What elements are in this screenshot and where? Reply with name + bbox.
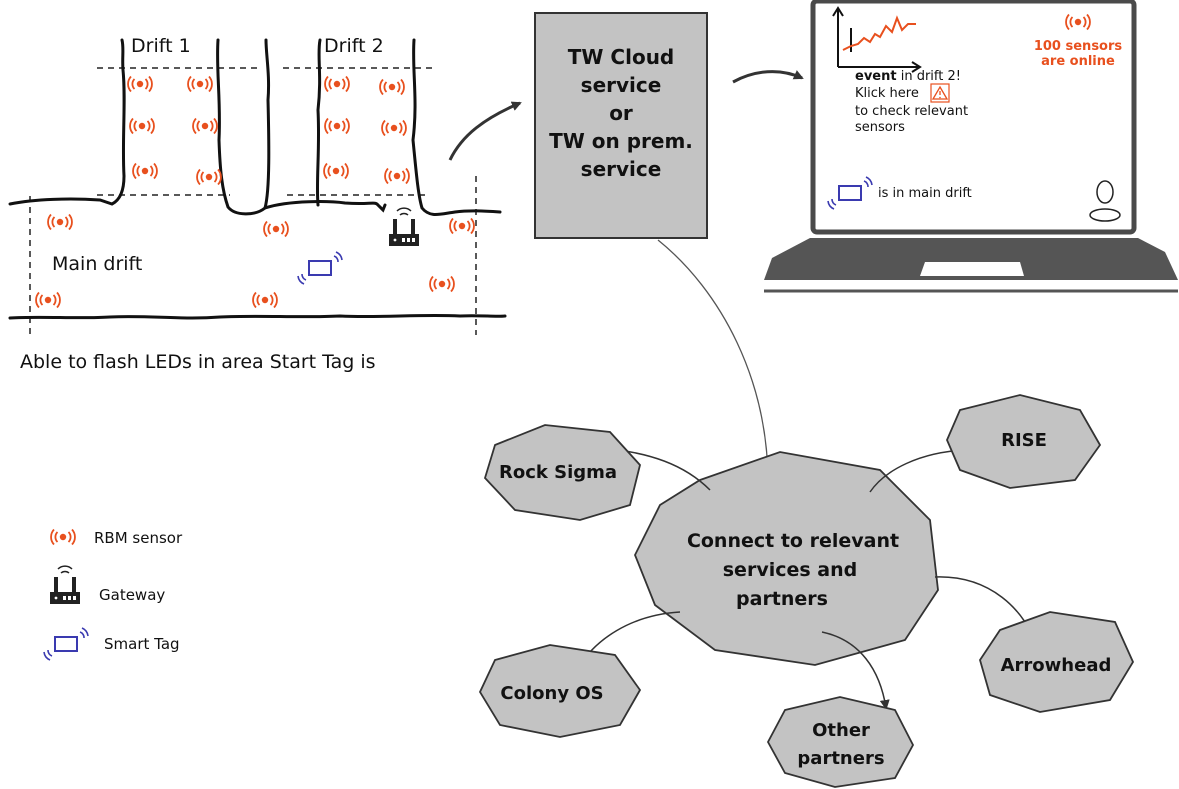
hub-line-2: services and [723,559,857,581]
klick-here-text[interactable]: Klick here [855,86,919,101]
rbm-sensor-icon [384,167,410,185]
arrow-mine-to-service [448,101,522,161]
drift-walls [8,38,507,320]
legend-gateway-icon [49,565,81,605]
laptop-touchpad [920,262,1024,276]
event-mini-chart [832,6,922,73]
rbm-sensor-icon [129,117,155,135]
legend: RBM sensor Gateway Smart Tag [43,528,183,661]
drift-1-label: Drift 1 [131,35,191,57]
laptop-keyboard-base [764,238,1178,280]
check-line-2: sensors [855,120,905,135]
rbm-sensor-icon [132,162,158,180]
legend-smart-tag-icon [43,627,89,661]
event-bold-text: event [855,69,897,84]
rbm-sensor-icon [196,168,222,186]
rbm-sensor-icon [35,291,61,309]
rbm-sensor-icon [324,75,350,93]
rbm-sensor-icon [263,220,289,238]
rbm-sensor-icon [324,117,350,135]
rbm-sensor-icon [127,75,153,93]
legend-smart-tag-label: Smart Tag [104,635,180,653]
service-line-2: service [581,73,662,97]
laptop-screen [810,0,1137,235]
sensor-count-line-2: are online [1041,54,1115,69]
arrowhead-label: Arrowhead [1001,655,1112,676]
rbm-sensor-icon [252,291,278,309]
legend-sensor-icon [50,528,76,546]
rbm-sensor-icon [449,217,475,235]
partner-colony-os: Colony OS [478,644,642,738]
hub-line-1: Connect to relevant [687,530,899,552]
hub-node: Connect to relevant services and partner… [634,451,939,666]
partner-rise: RISE [946,394,1102,489]
mine-caption: Able to flash LEDs in area Start Tag is [20,351,376,373]
service-line-5: service [581,157,662,181]
check-line-1: to check relevant [855,104,968,119]
rbm-sensor-icon [379,78,405,96]
partner-rock-sigma: Rock Sigma [483,424,641,521]
sensor-count-line-1: 100 sensors [1034,39,1123,54]
service-line-4: TW on prem. [549,129,693,153]
other-partners-line-1: Other [812,720,870,741]
partner-arrowhead: Arrowhead [979,611,1135,713]
main-drift-label: Main drift [52,253,142,275]
tag-status-text: is in main drift [878,186,972,201]
laptop: event in drift 2! Klick here to check re… [764,0,1178,293]
legend-sensor-label: RBM sensor [94,529,183,547]
rise-label: RISE [1001,430,1047,451]
smart-tag-icon [297,251,343,285]
arrow-service-to-hub [657,239,774,492]
partner-other: Other partners [766,696,915,788]
gateway-icon [388,207,420,247]
hub-line-3: partners [736,588,828,610]
colony-os-label: Colony OS [500,683,603,704]
rbm-sensor-icon [47,213,73,231]
other-partners-line-2: partners [797,748,884,769]
rbm-sensor-icon [323,162,349,180]
rbm-sensor-icon [381,119,407,137]
drift-2-label: Drift 2 [324,35,384,57]
arrow-to-other-partners [821,631,890,710]
service-line-1: TW Cloud [568,45,675,69]
service-box-rect [534,12,708,239]
warning-icon[interactable] [930,83,950,103]
legend-gateway-label: Gateway [99,586,165,604]
rbm-sensor-icon [429,275,455,293]
rbm-sensor-icon [187,75,213,93]
user-avatar-icon [1089,180,1121,222]
rbm-sensor-icon [192,117,218,135]
area-boundaries [29,67,477,335]
event-line: event in drift 2! [855,69,961,84]
service-box: TW Cloud service or TW on prem. service [534,12,708,239]
event-rest-text: in drift 2! [897,69,961,84]
mine-map: Drift 1 Drift 2 Main drift Able to [8,35,507,373]
arrow-service-to-laptop [732,70,804,84]
rock-sigma-label: Rock Sigma [499,462,617,483]
service-line-3: or [609,101,633,125]
